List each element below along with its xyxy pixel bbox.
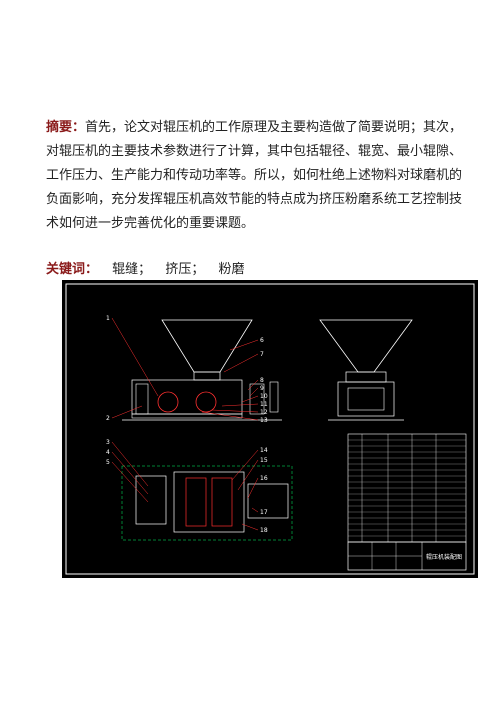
side-neck — [345, 371, 387, 383]
callout-number: 12 — [260, 409, 268, 416]
callout-leader — [111, 441, 149, 487]
plan-roller-left — [185, 477, 207, 527]
keywords-line: 关键词： 辊缝； 挤压； 粉磨 — [46, 258, 245, 282]
callout-leader — [251, 507, 259, 513]
callout-number: 11 — [260, 401, 268, 408]
roller-left — [157, 391, 179, 413]
callout-number: 1 — [106, 315, 110, 322]
cylinder — [269, 381, 279, 413]
callout-leader — [229, 339, 259, 351]
callout-leader — [211, 409, 259, 413]
keyword-1: 辊缝； — [112, 262, 152, 277]
callout-leader — [111, 405, 143, 419]
frame-top — [131, 379, 243, 415]
callout-number: 9 — [260, 385, 264, 392]
callout-number: 18 — [260, 527, 268, 534]
plan-dimension-box — [121, 465, 293, 541]
callout-number: 10 — [260, 393, 268, 400]
callout-number: 8 — [260, 377, 264, 384]
callout-number: 15 — [260, 457, 268, 464]
frame-top-rail — [131, 413, 243, 419]
callout-leader — [111, 451, 149, 495]
callout-number: 5 — [106, 459, 110, 466]
callout-leader — [201, 411, 259, 421]
abstract-paragraph: 摘要：首先，论文对辊压机的工作原理及主要构造做了简要说明；其次，对辊压机的主要技… — [46, 116, 466, 236]
keywords-label: 关键词： — [46, 262, 99, 277]
callout-leader — [249, 387, 259, 397]
plan-frame — [173, 471, 245, 533]
plan-roller-right — [211, 477, 233, 527]
callout-number: 13 — [260, 417, 268, 424]
callout-number: 4 — [106, 449, 110, 456]
callout-leader — [237, 459, 259, 491]
side-housing — [347, 387, 385, 411]
callout-leader — [241, 395, 259, 403]
callout-leader — [221, 403, 259, 407]
callout-number: 17 — [260, 509, 268, 516]
callout-number: 3 — [106, 439, 110, 446]
plan-motor — [135, 475, 167, 525]
callout-leader — [231, 449, 259, 481]
callout-number: 6 — [260, 337, 264, 344]
title-block: 辊压机装配图 — [347, 541, 467, 571]
callout-leader — [241, 523, 259, 531]
abstract-text: 首先，论文对辊压机的工作原理及主要构造做了简要说明；其次，对辊压机的主要技术参数… — [46, 120, 463, 231]
parts-list-table — [347, 433, 467, 543]
roller-right — [195, 391, 217, 413]
callout-number: 16 — [260, 475, 268, 482]
callout-number: 2 — [106, 415, 110, 422]
keyword-3: 粉磨 — [218, 262, 245, 277]
title-block-name: 辊压机装配图 — [426, 553, 462, 561]
callout-leader — [247, 379, 259, 391]
hopper-side — [319, 319, 413, 373]
callout-leader — [247, 477, 259, 499]
side-body — [337, 381, 395, 417]
callout-leader — [111, 317, 159, 397]
plan-gearbox — [247, 483, 289, 519]
callout-number: 14 — [260, 447, 268, 454]
keyword-2: 挤压； — [165, 262, 205, 277]
abstract-label: 摘要： — [46, 120, 86, 135]
callout-leader — [223, 353, 259, 373]
motor-left — [135, 383, 149, 415]
callout-number: 7 — [260, 351, 264, 358]
callout-leader — [111, 461, 149, 503]
drawing-border — [65, 283, 475, 575]
hopper-neck — [193, 371, 221, 381]
